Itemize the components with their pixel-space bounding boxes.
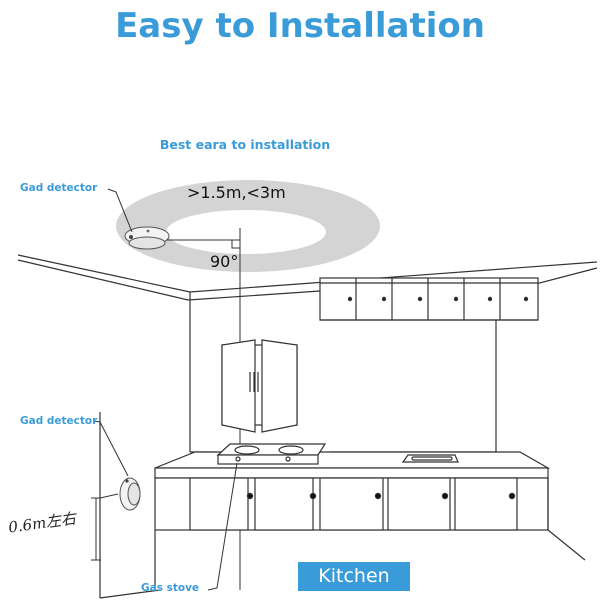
gas-stove-label: Gas stove <box>141 582 200 594</box>
angle-label: 90° <box>210 252 239 271</box>
ceiling-detector-label: Gad detector <box>20 182 98 194</box>
page-title: Easy to Installation <box>115 6 485 46</box>
wall-cabinet <box>221 339 298 433</box>
lower-cabinets <box>189 477 518 531</box>
kitchen-label: Kitchen <box>298 562 410 591</box>
upper-cabinets <box>319 277 539 321</box>
best-area-caption: Best eara to installation <box>159 137 331 152</box>
distance-label: >1.5m,<3m <box>187 183 286 202</box>
wall-detector-label: Gad detector <box>20 415 98 427</box>
sink <box>401 454 459 463</box>
ceiling-detector-icon <box>124 226 170 250</box>
wall-detector-icon <box>119 477 141 511</box>
height-dimension <box>91 493 119 561</box>
gas-stove <box>216 443 327 465</box>
best-area-zone <box>116 180 380 272</box>
leader-lines <box>93 188 238 591</box>
